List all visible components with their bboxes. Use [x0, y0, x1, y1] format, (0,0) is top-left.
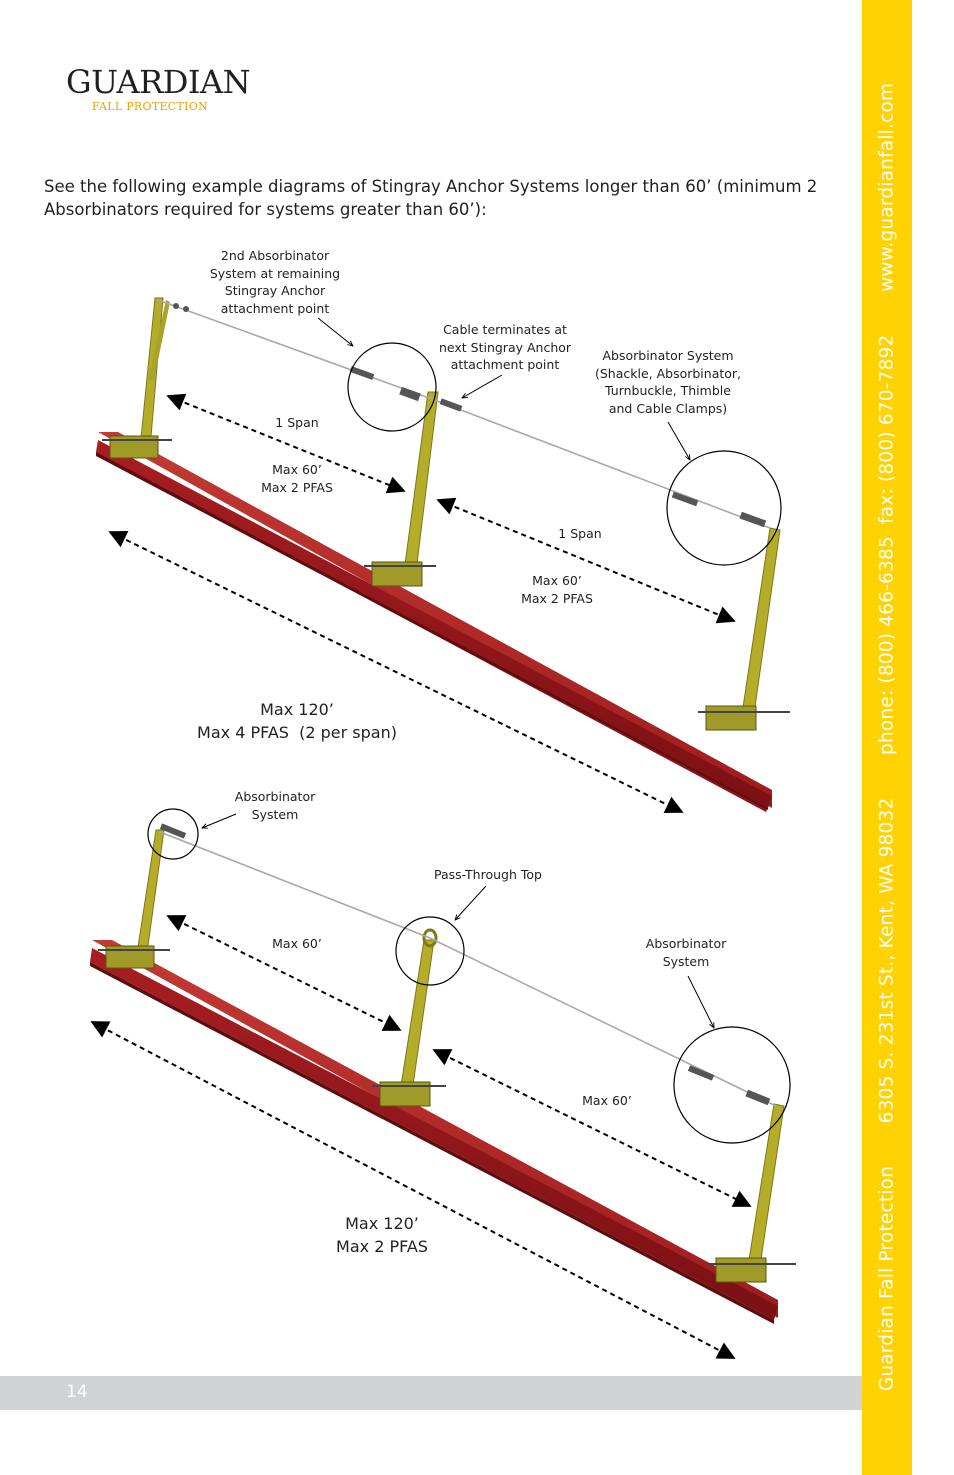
post-2c: [747, 1103, 785, 1267]
contact-sidebar: [862, 0, 912, 1475]
diagram2-illustration: [90, 808, 796, 1359]
logo-wordmark: GUARDIAN: [66, 63, 251, 101]
label-span-2: 1 Span: [558, 526, 602, 541]
dim-total2: [90, 1021, 736, 1359]
sidebar-contact-text: Guardian Fall Protection 6305 S. 231st S…: [876, 82, 898, 1392]
label-span-1: 1 Span: [275, 415, 319, 430]
guardian-logo: GUARDIAN FALL PROTECTION: [62, 58, 251, 118]
post-1c: [741, 527, 781, 715]
dim-span1: [166, 393, 406, 494]
stingray-diagrams: [90, 297, 796, 1359]
dim-span1-2: [166, 915, 402, 1031]
label-total-2: Max 120’ Max 2 PFAS: [336, 1214, 428, 1256]
label-pass-through: Pass-Through Top: [434, 867, 542, 882]
post-2a: [135, 829, 165, 961]
post-1b: [403, 391, 439, 573]
label-total-1: Max 120’ Max 4 PFAS (2 per span): [197, 700, 397, 742]
callout-circle-2a: [147, 808, 199, 860]
logo-subtitle: FALL PROTECTION: [92, 100, 209, 113]
label-absorbinator-left: Absorbinator System: [234, 789, 316, 822]
label-span-1-max: Max 60’ Max 2 PFAS: [261, 462, 333, 495]
page-number: 14: [66, 1382, 88, 1402]
label-absorbinator-system: Absorbinator System (Shackle, Absorbinat…: [594, 348, 742, 416]
cable-1: [157, 299, 771, 529]
diagram1-illustration: [96, 297, 790, 813]
label-2nd-absorbinator: 2nd Absorbinator System at remaining Sti…: [209, 248, 341, 316]
callout-circle-1b: [666, 450, 782, 566]
beam-body-1: [96, 440, 772, 808]
label-cable-terminates: Cable terminates at next Stingray Anchor…: [438, 322, 572, 372]
dim-total1: [108, 531, 684, 813]
post-2b: [399, 939, 435, 1093]
callout-circle-1a: [347, 342, 437, 432]
intro-paragraph: See the following example diagrams of St…: [44, 177, 818, 219]
label-span-2-max-2: Max 60’: [582, 1093, 632, 1108]
footer-bar: [0, 1376, 862, 1410]
label-absorbinator-right: Absorbinator System: [645, 936, 727, 969]
label-span-1-max-2: Max 60’: [272, 936, 322, 951]
label-span-2-max: Max 60’ Max 2 PFAS: [521, 573, 593, 606]
beam-body-2: [90, 948, 778, 1320]
